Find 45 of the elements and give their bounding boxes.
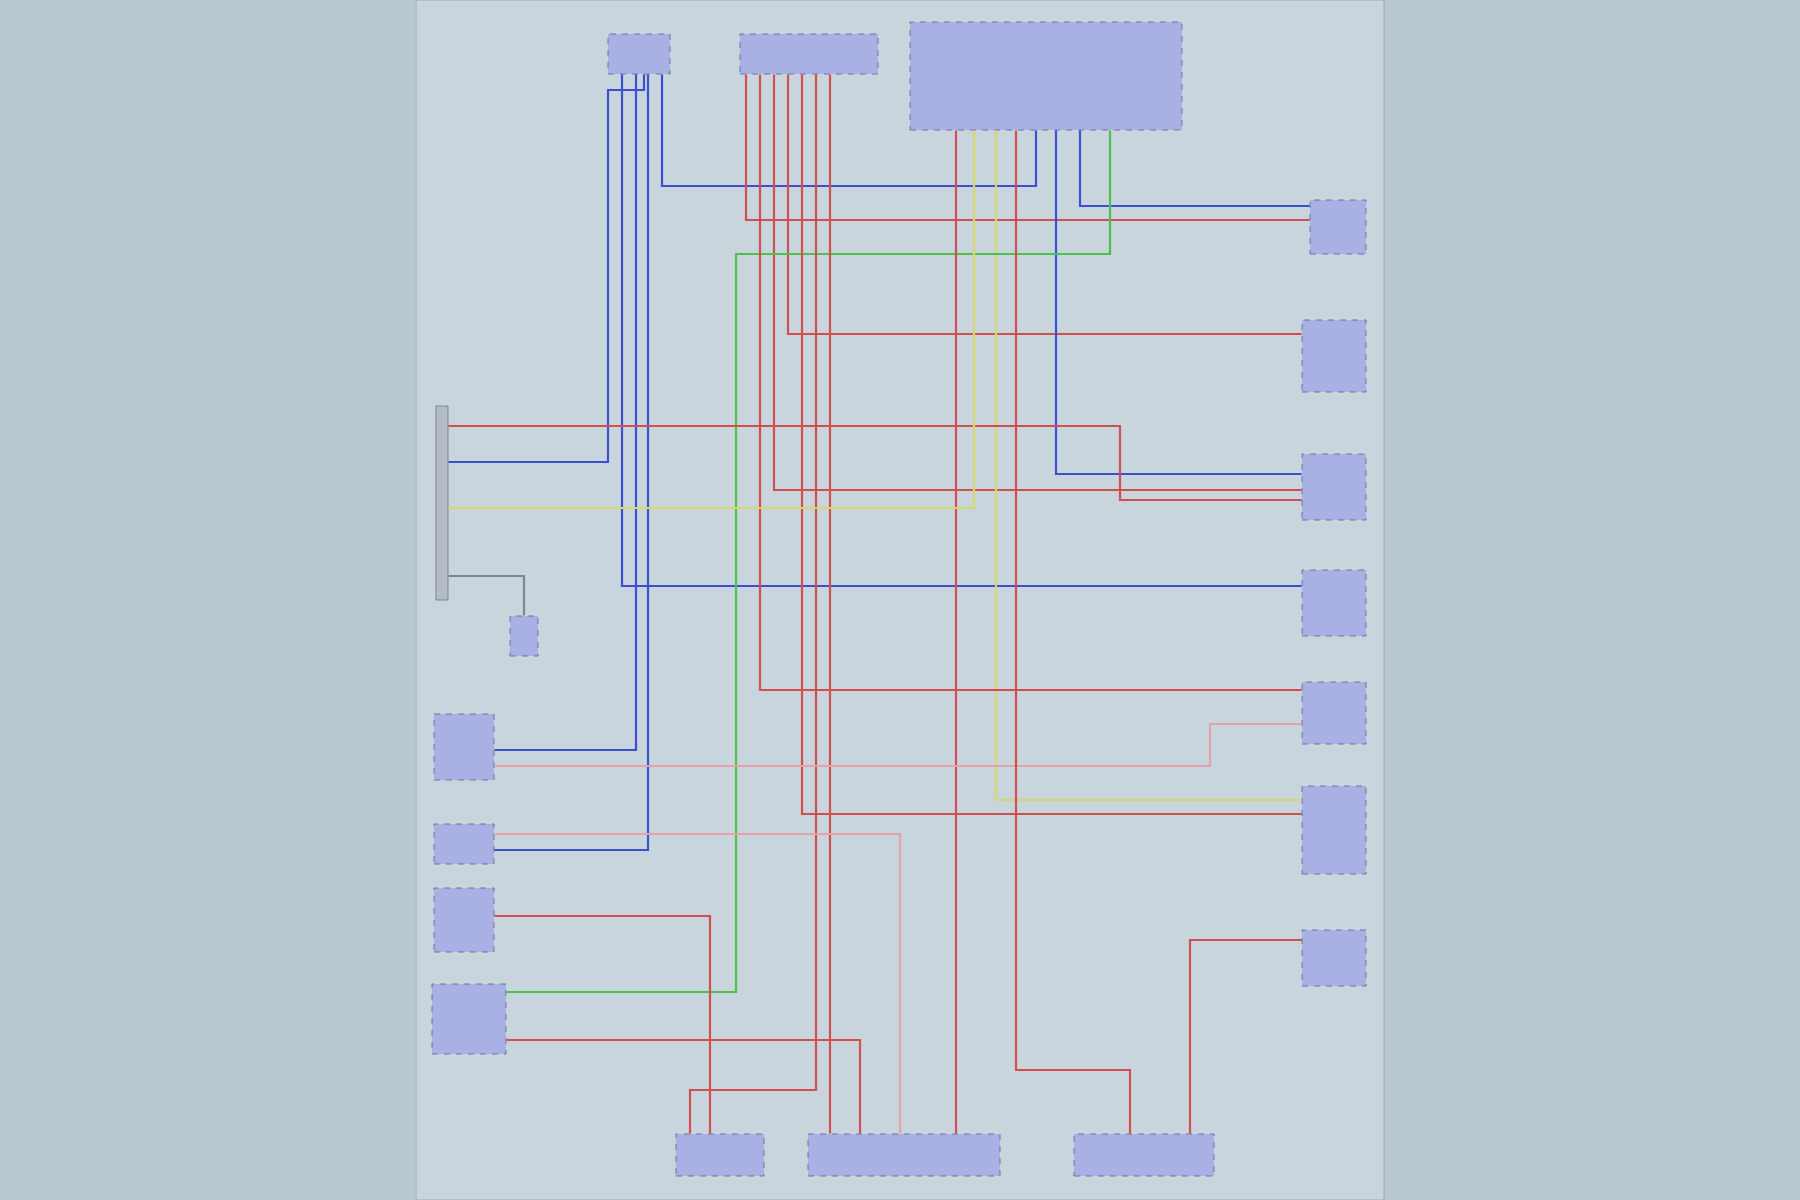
wire — [954, 130, 958, 1134]
wire — [448, 130, 976, 510]
wire — [620, 74, 1302, 588]
wire — [1054, 130, 1302, 476]
wire — [828, 74, 832, 1134]
component-box — [433, 823, 495, 865]
wire — [448, 74, 646, 464]
wire — [660, 74, 1038, 188]
wire — [688, 74, 818, 1134]
wire — [448, 574, 526, 616]
wire — [494, 832, 902, 1134]
wire — [506, 1038, 862, 1134]
component-box — [1301, 681, 1367, 745]
component-box — [807, 1133, 1001, 1177]
component-box — [909, 21, 1183, 131]
wire — [758, 74, 1302, 692]
component-box — [739, 33, 879, 75]
component-box — [433, 713, 495, 781]
wire — [1014, 130, 1132, 1134]
component-box — [509, 615, 539, 657]
component-box — [675, 1133, 765, 1177]
connector-strip — [435, 405, 449, 601]
component-box — [1073, 1133, 1215, 1177]
component-box — [1301, 569, 1367, 637]
component-box — [431, 983, 507, 1055]
wire — [800, 74, 1302, 816]
component-box — [1309, 199, 1367, 255]
wire — [786, 74, 1302, 336]
wire — [494, 74, 638, 752]
wire — [494, 722, 1302, 768]
wire — [506, 130, 1112, 994]
wire — [448, 424, 1302, 502]
component-box — [607, 33, 671, 75]
component-box — [1301, 929, 1367, 987]
wire — [772, 74, 1302, 492]
wire — [1188, 938, 1302, 1134]
component-box — [1301, 453, 1367, 521]
component-box — [1301, 785, 1367, 875]
component-box — [1301, 319, 1367, 393]
wire — [744, 74, 1310, 222]
wire — [494, 74, 650, 852]
wire — [494, 914, 712, 1134]
wire — [1078, 130, 1310, 208]
component-box — [433, 887, 495, 953]
wire — [994, 130, 1302, 802]
